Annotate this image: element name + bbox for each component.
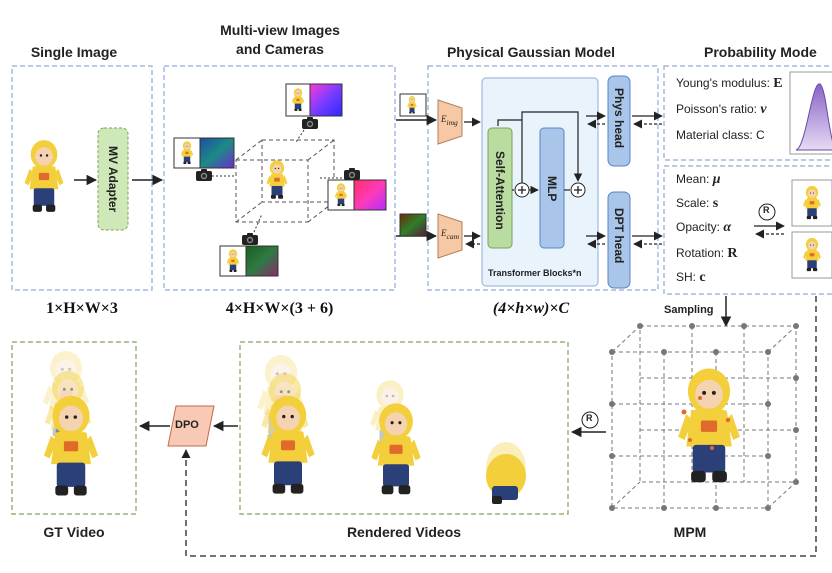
probability-panel [663, 65, 832, 161]
mv-adapter-block [97, 127, 129, 231]
image-encoder-label: Eimg [441, 114, 458, 127]
gt-video-panel [11, 341, 137, 515]
gaussian-params-panel [663, 165, 832, 295]
single-image-title: Single Image [30, 44, 118, 60]
view-thumbnail-top [285, 83, 343, 129]
dpo-label: DPO [175, 419, 199, 431]
center-doll-figure [266, 160, 288, 199]
opacity-param: Opacity: α [676, 220, 732, 235]
mpm-grid-nodes [609, 323, 799, 511]
sh-param: SH: c [676, 270, 706, 285]
render-symbol-top [758, 203, 776, 221]
youngs-modulus-param: Young's modulus: E [676, 76, 783, 91]
multiview-panel [163, 65, 396, 291]
dpo-block [167, 405, 215, 447]
rendered-videos-title: Rendered Videos [346, 524, 462, 540]
self-attention-label: Self-Attention [493, 150, 507, 230]
gt-video-title: GT Video [43, 524, 105, 540]
mean-param: Mean: μ [676, 172, 721, 187]
gaussian-dim: (4×h×w)×C [492, 300, 570, 317]
material-class-param: Material class: C [676, 128, 765, 142]
camera-icon [242, 233, 258, 245]
image-encoder [437, 99, 463, 145]
camera-icon [196, 169, 212, 181]
multiview-title-line1: Multi-view Images [220, 22, 340, 38]
transformer-label: Transformer Blocks*n [488, 268, 582, 278]
camera-encoder-label: Ecam [441, 228, 459, 241]
scale-param: Scale: s [676, 196, 719, 211]
render-symbol-top-label: R [763, 205, 770, 215]
single-image-panel [11, 65, 153, 291]
dpt-head-label: DPT head [612, 208, 626, 264]
feedback-loop [181, 296, 817, 557]
mpm-doll-particles [678, 368, 740, 483]
gaussian-model-panel [427, 65, 659, 291]
render-symbol-bottom [581, 411, 599, 429]
rendered-video-2 [370, 380, 421, 495]
multiview-title-line2: and Cameras [236, 41, 324, 57]
phys-head [607, 75, 631, 167]
mpm-grid [611, 325, 797, 509]
poissons-ratio-param: Poisson's ratio: ν [676, 102, 767, 117]
rotation-param: Rotation: R [676, 246, 738, 261]
view-thumbnail-left [173, 137, 235, 181]
camera-icon [344, 168, 360, 180]
render-symbol-bottom-label: R [586, 413, 593, 423]
view-thumbnail-bottom [219, 233, 279, 277]
probability-title: Probability Mode [704, 44, 817, 60]
self-attention-block [487, 127, 513, 249]
sampling-label: Sampling [664, 304, 714, 316]
physical-gaussian-title: Physical Gaussian Model [446, 44, 616, 60]
rendered-video-1 [257, 355, 315, 494]
rendered-videos-panel [239, 341, 569, 515]
mpm-title: MPM [673, 524, 707, 540]
multiview-dim: 4×H×W×(3 + 6) [225, 300, 334, 317]
mv-adapter-label: MV Adapter [106, 145, 120, 213]
view-thumbnail-right [327, 168, 387, 211]
gt-video-frames [42, 350, 99, 496]
phys-head-label: Phys head [612, 88, 626, 149]
camera-icon [302, 117, 318, 129]
camera-encoder [437, 213, 463, 259]
input-dim: 1×H×W×3 [46, 300, 118, 317]
mlp-block [539, 127, 565, 249]
mlp-label: MLP [545, 176, 559, 202]
dpt-head [607, 191, 631, 289]
rendered-video-3 [486, 442, 526, 504]
camera-cube [235, 139, 335, 223]
input-doll-image [24, 140, 64, 212]
